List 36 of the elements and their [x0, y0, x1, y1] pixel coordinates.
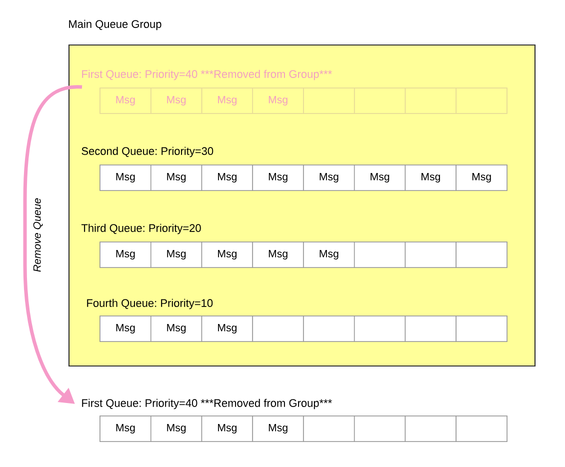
node-label: First Queue: Priority=40 ***Removed from Group***: [82, 70, 332, 80]
message-cell: Msg: [456, 164, 508, 191]
message-cell: Msg: [201, 242, 254, 268]
message-cell: Msg: [100, 316, 152, 342]
message-cell: Msg: [303, 242, 355, 268]
message-cell: Msg: [201, 316, 254, 342]
message-cell: Msg: [150, 164, 202, 191]
message-cell: Msg: [252, 242, 304, 268]
message-cell: Msg: [100, 416, 152, 442]
edge-label: Remove Queue: [32, 196, 44, 274]
message-cell: Msg: [252, 416, 304, 442]
message-cell: Msg: [150, 416, 202, 442]
message-cell: Msg: [100, 164, 152, 191]
group-title: Main Queue Group: [69, 20, 162, 30]
message-cell: Msg: [404, 164, 457, 191]
node-label: Second Queue: Priority=30: [82, 146, 214, 158]
message-cell: Msg: [354, 164, 406, 191]
message-cell: Msg: [150, 242, 202, 268]
arrow: [23, 85, 82, 404]
message-cell: Msg: [100, 88, 152, 114]
message-cell: Msg: [150, 88, 202, 114]
message-cell: Msg: [201, 164, 254, 191]
message-cell: Msg: [252, 164, 304, 191]
message-cell: Msg: [100, 242, 152, 268]
empty-cell: [303, 88, 355, 114]
node-label: Fourth Queue: Priority=10: [87, 298, 213, 310]
message-cell: Msg: [303, 164, 355, 191]
empty-cell: [456, 88, 508, 114]
node-label: Third Queue: Priority=20: [81, 224, 201, 234]
empty-cell: [404, 88, 457, 114]
message-cell: Msg: [150, 316, 202, 342]
node-label: First Queue: Priority=40 ***Removed from Group***: [82, 398, 332, 410]
empty-cell: [354, 88, 406, 114]
message-cell: Msg: [201, 88, 254, 114]
message-cell: Msg: [201, 416, 254, 442]
message-cell: Msg: [252, 88, 304, 114]
